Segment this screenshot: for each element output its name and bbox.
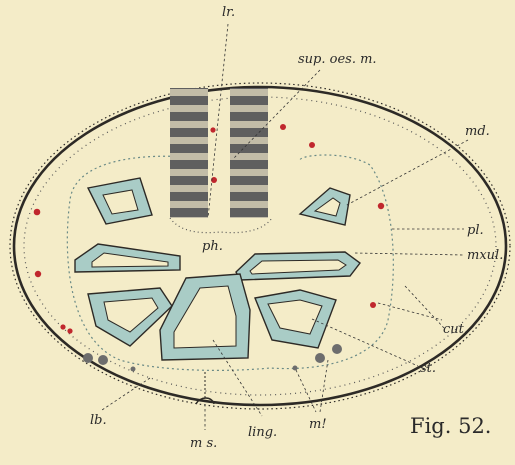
label-lb: lb. — [90, 413, 107, 428]
labrum-muscle-right — [230, 88, 268, 218]
pharynx-outline — [170, 218, 272, 233]
figure-label: Fig. 52. — [410, 414, 491, 438]
label-md: md. — [465, 124, 490, 139]
label-ph: ph. — [202, 239, 223, 254]
label-ms: m s. — [190, 436, 217, 451]
label-st: st. — [420, 361, 436, 376]
label-pl: pl. — [467, 223, 484, 238]
label-sup-oes-m: sup. oes. m. — [298, 52, 377, 67]
label-m1: m! — [309, 417, 327, 432]
label-lr: lr. — [222, 5, 235, 20]
label-cut: cut. — [443, 322, 468, 337]
label-mxul: mxul. — [467, 248, 503, 263]
labrum-muscle-left — [170, 88, 208, 218]
label-ling: ling. — [248, 425, 277, 440]
